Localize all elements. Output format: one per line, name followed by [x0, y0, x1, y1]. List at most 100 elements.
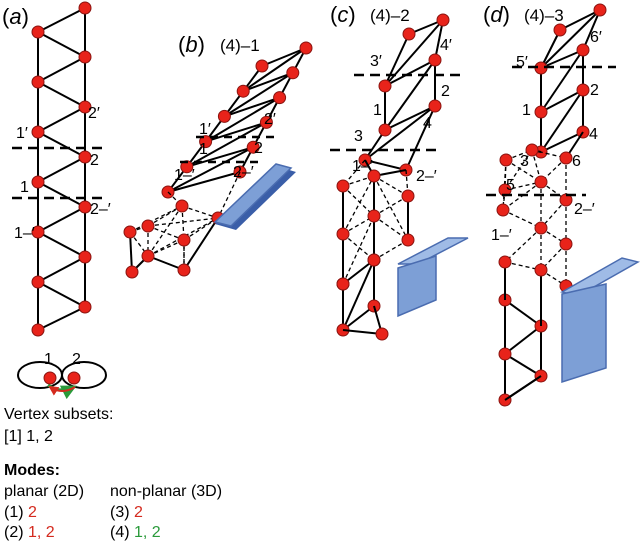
panel-d-node — [534, 221, 548, 235]
panel-c-node-label: 2–′ — [416, 168, 437, 185]
panel-a-node — [78, 250, 92, 264]
panel-d-node-label: 6′ — [590, 29, 602, 46]
panel-d-title: (4)–3 — [524, 6, 564, 25]
panel-c-node — [367, 209, 381, 223]
mini-graph-label-1: 1 — [44, 351, 53, 368]
panel-c-dashed-edge — [342, 175, 375, 235]
panel-b-node — [177, 263, 191, 277]
mini-graph-red-arrow — [48, 385, 76, 396]
panel-a-diagonal — [37, 306, 86, 331]
panel-b-node-label: 1 — [199, 141, 208, 158]
panel-a-node-label: 1 — [20, 179, 29, 196]
panel-c-node-label: 3 — [354, 128, 363, 145]
panel-b-node — [273, 91, 287, 105]
panel-d-bottom-rung — [504, 353, 542, 377]
subset-values: 1, 2 — [26, 428, 53, 445]
panel-a-node — [31, 175, 45, 189]
nonplanar-title: non-planar (3D) — [110, 483, 223, 500]
mode-4-index: (4) — [110, 524, 130, 541]
panel-c-node-label: 1–′ — [352, 158, 373, 175]
panel-a-node — [78, 50, 92, 64]
panel-d-node-label: 6 — [572, 153, 581, 170]
panel-d-top-node — [593, 3, 607, 17]
panel-b-node — [123, 225, 137, 239]
panel-a-diagonal — [37, 281, 86, 308]
panel-b-dashed-edge — [129, 205, 183, 233]
panel-a-node — [78, 150, 92, 164]
panel-d-top-node — [553, 23, 567, 37]
panel-a-node — [31, 125, 45, 139]
panel-b-node-label: 1–′ — [174, 167, 195, 184]
panel-c-node — [375, 327, 389, 341]
panel-b-dashed-edge — [147, 205, 183, 257]
panel-b-node — [246, 140, 260, 154]
panel-b-diagonal — [167, 146, 254, 193]
panel-a-diagonal — [37, 131, 86, 158]
panel-d-node — [534, 175, 548, 189]
panel-c-node — [336, 277, 350, 291]
panel-d-node — [559, 237, 573, 251]
panel-d-node-label: 1–′ — [491, 227, 512, 244]
panel-b-node — [141, 219, 155, 233]
panel-c-dashed-edge — [342, 174, 375, 187]
panel-c-node-label: 1 — [373, 102, 382, 119]
panel-a-label: (a) — [2, 4, 29, 29]
panel-d-top-rung — [559, 9, 601, 31]
panel-b-node — [175, 199, 189, 213]
mode-2-index: (2) — [4, 524, 24, 541]
panel-d-node — [534, 263, 548, 277]
panel-b-node — [255, 59, 269, 73]
panel-c-node-label: 4′ — [440, 37, 452, 54]
panel-a-diagonal — [37, 256, 86, 283]
panel-b-diagonal — [223, 71, 294, 118]
panel-d-bottom-diagonal — [504, 325, 542, 355]
panel-a-node — [31, 275, 45, 289]
panel-a-node-label: 1–′ — [14, 225, 35, 242]
panel-c-dashed-edge — [342, 185, 375, 217]
panel-b-rung — [186, 146, 254, 168]
mini-graph-loop-2 — [61, 361, 107, 389]
panel-b-node-label: 2–′ — [233, 164, 254, 181]
panel-a-diagonal — [37, 81, 86, 108]
panel-c-top-rung — [384, 105, 436, 131]
panel-b-node-label: 2 — [254, 140, 263, 157]
panel-c-top-node — [378, 79, 392, 93]
panel-b-rung — [167, 171, 241, 193]
panel-c-node — [401, 189, 415, 203]
panel-c-node-label: 2 — [441, 83, 450, 100]
panel-a-node — [31, 75, 45, 89]
panel-a-diagonal — [37, 156, 86, 183]
panel-b-node-label: 1′ — [199, 121, 211, 138]
panel-d-label: (d) — [483, 2, 510, 27]
panel-c-dashed-edge — [373, 175, 409, 241]
mode-3-row: (3) 2 — [110, 502, 143, 523]
panel-d-dashed-edge — [502, 209, 542, 229]
panel-a-diagonal — [37, 56, 86, 83]
panel-a-diagonal — [37, 206, 86, 233]
mini-graph-vertex-2 — [67, 371, 81, 385]
mode-1-row: (1) 2 — [4, 502, 37, 523]
panel-a-node — [31, 323, 45, 337]
panel-c-top-rung — [364, 159, 407, 171]
panel-b-edge — [129, 231, 133, 273]
panel-d-node-label: 4 — [589, 126, 598, 143]
panel-c-top-diagonal — [384, 59, 436, 131]
panel-c-node — [336, 179, 350, 193]
mode-1-values: 2 — [28, 504, 37, 521]
panel-b-dashed-edge — [147, 217, 219, 257]
panel-d-node-label: 5′ — [516, 54, 528, 71]
panel-c-top-rung — [384, 59, 436, 87]
panel-c-bottom-diagonal — [342, 259, 375, 331]
panel-d-node-label: 1 — [522, 102, 531, 119]
panel-a-node — [78, 200, 92, 214]
panel-d-node-label: 2–′ — [574, 201, 595, 218]
panel-c-bottom-rung — [342, 305, 375, 331]
panel-b-rung — [242, 71, 294, 93]
panel-a-node-label: 2–′ — [90, 201, 111, 218]
panel-d-node — [499, 153, 513, 167]
panel-b-rung — [261, 47, 307, 67]
mode-3-values: 2 — [134, 504, 143, 521]
panel-a-node-label: 2′ — [88, 105, 100, 122]
vertex-subsets-title: Vertex subsets: — [4, 406, 114, 423]
